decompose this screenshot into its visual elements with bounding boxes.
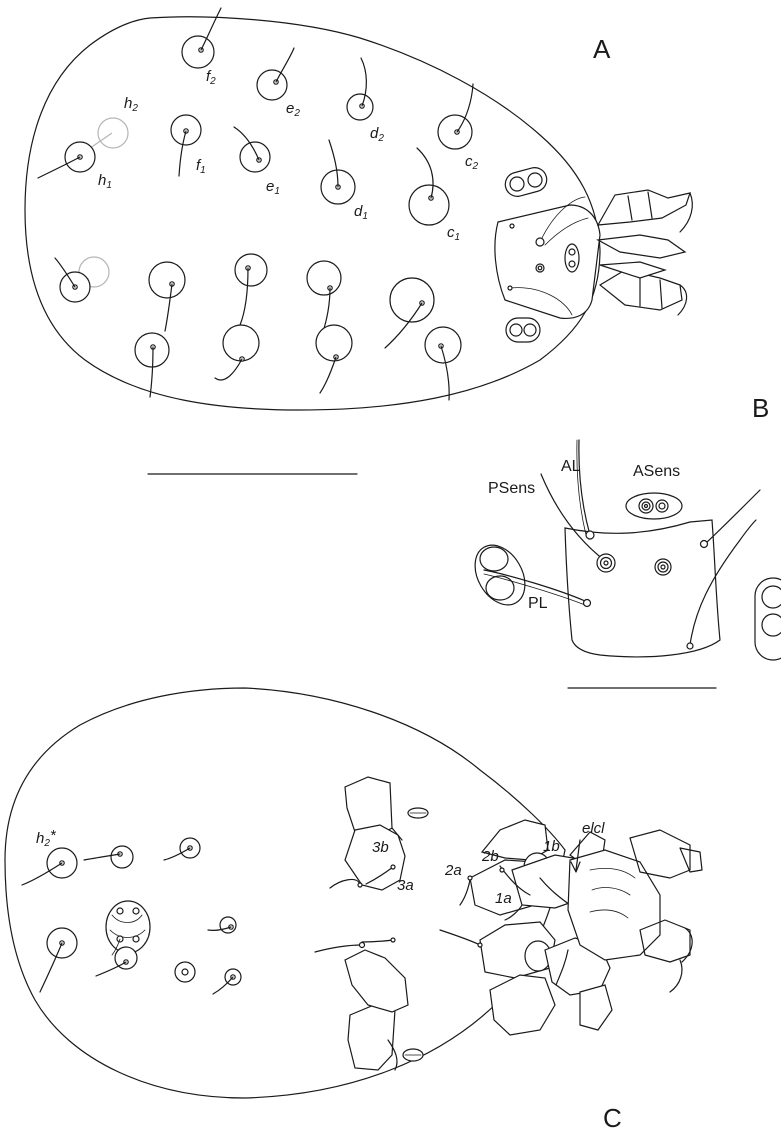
panel-c-gnathosoma <box>567 849 661 961</box>
seta-row4-1 <box>134 332 170 398</box>
coxa-iii-lower <box>314 941 409 1071</box>
seta-h1 <box>37 141 96 179</box>
panel-b-eye-right <box>754 577 781 661</box>
label-h1: h1 <box>98 172 112 191</box>
panel-c-gnathosoma-detail <box>589 829 703 993</box>
panel-a-gnathosoma-setae <box>507 196 589 316</box>
panel-b-letter: B <box>752 393 769 423</box>
label-asens: ASens <box>633 463 680 480</box>
panel-a-body-outline <box>24 16 601 411</box>
seta-ventral-7 <box>95 946 138 977</box>
label-h2-star: h2* <box>36 827 57 849</box>
label-c1: c1 <box>447 224 460 243</box>
label-e1: e1 <box>266 178 280 197</box>
seta-f1 <box>170 114 202 177</box>
genital-flap-lower <box>402 1048 424 1062</box>
panel-b-pl-seta <box>483 569 592 608</box>
panel-a-legs <box>596 189 693 316</box>
elcl-arrow <box>575 839 581 871</box>
panel-b-asens-sensillum <box>625 492 683 520</box>
seta-d1 <box>320 139 356 205</box>
label-3a: 3a <box>397 877 414 894</box>
panel-b-prodorsum: B <box>474 393 781 689</box>
seta-ventral-4 <box>207 916 237 934</box>
label-e2: e2 <box>286 100 300 119</box>
label-d1: d1 <box>354 203 368 222</box>
seta-c1 <box>408 147 450 226</box>
panel-b-psens-seta <box>540 473 616 573</box>
seta-row3-2 <box>148 261 186 332</box>
seta-ventral-5 <box>212 968 242 995</box>
panel-a-letter: A <box>593 34 611 64</box>
coxa-iii-upper <box>329 776 406 891</box>
label-pl: PL <box>528 595 548 612</box>
panel-c-body-outline <box>4 687 566 1099</box>
seta-ventral-2 <box>83 845 134 869</box>
panel-c-letter: C <box>603 1103 622 1133</box>
panel-b-eye-left <box>474 544 526 606</box>
seta-row4-3 <box>315 324 353 394</box>
panel-b-plate-outline <box>564 519 721 658</box>
seta-ventral-3 <box>163 837 201 861</box>
anal-plate <box>105 900 151 956</box>
label-1b: 1b <box>543 838 560 855</box>
label-2a: 2a <box>444 862 462 879</box>
panel-b-central-sensillum <box>654 558 672 576</box>
panel-b-right-setae <box>686 489 761 650</box>
seta-row3-5 <box>384 277 435 349</box>
panel-a-gnathosoma <box>494 204 601 320</box>
label-h2: h2 <box>124 95 138 114</box>
panel-a-eye-lower <box>505 317 541 343</box>
panel-a-dorsal-view: A f2 e2 d2 c2 h2 h1 f1 e1 d1 c1 <box>24 7 693 475</box>
label-1a: 1a <box>495 890 512 907</box>
label-elcl: elcl <box>582 820 605 837</box>
panel-c-ventral-view: C <box>4 687 703 1133</box>
label-psens: PSens <box>488 480 535 497</box>
seta-row4-4 <box>424 326 462 401</box>
label-f1: f1 <box>196 157 206 176</box>
label-d2: d2 <box>370 125 384 144</box>
label-f2: f2 <box>206 68 216 87</box>
seta-3a <box>365 864 396 885</box>
seta-c2 <box>437 83 474 150</box>
seta-h2-star <box>21 847 78 886</box>
elcl-arrowhead <box>570 861 581 873</box>
panel-a-eye-upper <box>504 167 548 197</box>
seta-e1 <box>233 126 271 173</box>
seta-row3-1 <box>54 257 91 303</box>
seta-row4-2 <box>214 324 260 381</box>
genital-flap-upper <box>407 807 429 819</box>
label-al: AL <box>561 458 581 475</box>
seta-e2 <box>256 47 295 101</box>
label-3b: 3b <box>372 839 389 856</box>
seta-row3-3 <box>234 253 268 326</box>
label-2b: 2b <box>481 848 499 865</box>
label-c2: c2 <box>465 153 479 172</box>
seta-f2 <box>181 7 222 69</box>
pore-ventral <box>174 961 196 983</box>
seta-d2 <box>346 57 374 121</box>
seta-ventral-6 <box>39 927 78 993</box>
seta-3-lower <box>361 937 396 943</box>
panel-b-al-seta <box>576 439 595 540</box>
